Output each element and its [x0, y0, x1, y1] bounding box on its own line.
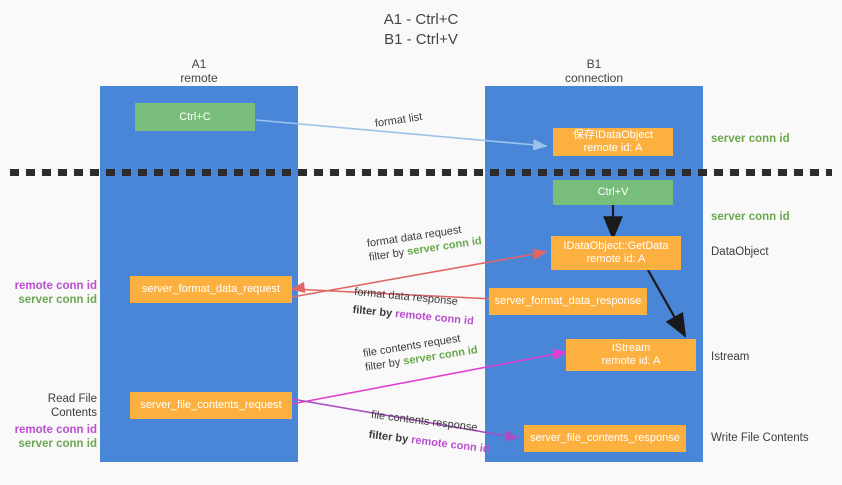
edge-label-file-contents-request: file contents request filter by server c…: [362, 329, 479, 374]
right-note-server-conn-id-second: server conn id: [711, 211, 790, 223]
box-server-format-data-response-label: server_format_data_response: [494, 295, 642, 307]
left-note-group1-remote: remote conn id: [14, 280, 97, 292]
left-note-group2-server: server conn id: [18, 438, 97, 450]
edge-label-format-data-response-filter-key: remote conn id: [394, 308, 475, 328]
box-server-format-data-request[interactable]: server_format_data_request: [130, 276, 292, 303]
right-note-write-file-contents: Write File Contents: [711, 432, 809, 444]
lane-a1-name: A1: [191, 57, 207, 71]
left-note-group1-server: server conn id: [18, 294, 97, 306]
lane-b1-name: B1: [586, 57, 602, 71]
title-line-1: A1 - Ctrl+C: [383, 11, 459, 28]
lane-b1-role: connection: [564, 71, 624, 85]
edge-label-file-contents-response: file contents response filter by remote …: [368, 408, 493, 457]
box-ctrl-v-label: Ctrl+V: [597, 186, 629, 198]
box-ctrl-v[interactable]: Ctrl+V: [553, 180, 673, 205]
box-ctrl-c[interactable]: Ctrl+C: [135, 103, 255, 131]
right-note-dataobject: DataObject: [711, 246, 769, 258]
box-idataobject-getdata-line1: IDataObject::GetData: [563, 240, 669, 252]
box-server-format-data-request-label: server_format_data_request: [141, 283, 281, 295]
edge-label-format-data-response: format data response filter by remote co…: [352, 285, 476, 329]
box-istream-line2: remote id: A: [601, 355, 661, 367]
box-server-file-contents-response[interactable]: server_file_contents_response: [524, 425, 686, 452]
box-save-idataobject[interactable]: 保存IDataObject remote id: A: [553, 128, 673, 156]
lane-header-b1: B1 connection: [485, 57, 703, 85]
box-idataobject-getdata-line2: remote id: A: [586, 253, 646, 265]
left-note-group-2: Read File Contents remote conn id server…: [5, 392, 97, 451]
edge-label-format-list: format list: [374, 110, 423, 131]
page-title: A1 - Ctrl+C B1 - Ctrl+V: [0, 10, 842, 50]
box-istream-line1: IStream: [611, 342, 651, 354]
phase-divider: [10, 169, 832, 176]
box-istream[interactable]: IStream remote id: A: [566, 339, 696, 371]
right-note-server-conn-id-top: server conn id: [711, 133, 790, 145]
edge-label-format-data-request: format data request filter by server con…: [366, 220, 483, 265]
title-line-2: B1 - Ctrl+V: [384, 31, 458, 48]
box-server-file-contents-response-label: server_file_contents_response: [530, 432, 680, 444]
box-ctrl-c-label: Ctrl+C: [179, 110, 211, 123]
box-server-file-contents-request-label: server_file_contents_request: [140, 399, 282, 411]
edge-label-file-contents-response-filter-key: remote conn id: [410, 434, 491, 456]
right-note-istream: Istream: [711, 351, 750, 363]
left-note-group-1: remote conn id server conn id: [9, 279, 97, 307]
lane-a1-role: remote: [180, 71, 218, 85]
edge-label-format-list-text: format list: [374, 110, 424, 130]
lane-header-a1: A1 remote: [100, 57, 298, 85]
left-note-read-file-contents: Read File Contents: [47, 393, 97, 419]
edge-label-file-contents-response-filter-prefix: filter by: [367, 428, 412, 446]
box-server-format-data-response[interactable]: server_format_data_response: [489, 288, 647, 315]
left-note-group2-remote: remote conn id: [14, 424, 97, 436]
box-idataobject-getdata[interactable]: IDataObject::GetData remote id: A: [551, 236, 681, 270]
edge-label-format-data-response-filter-prefix: filter by: [352, 303, 396, 320]
box-save-idataobject-line2: remote id: A: [583, 142, 643, 154]
box-server-file-contents-request[interactable]: server_file_contents_request: [130, 392, 292, 419]
box-save-idataobject-line1: 保存IDataObject: [572, 129, 654, 141]
